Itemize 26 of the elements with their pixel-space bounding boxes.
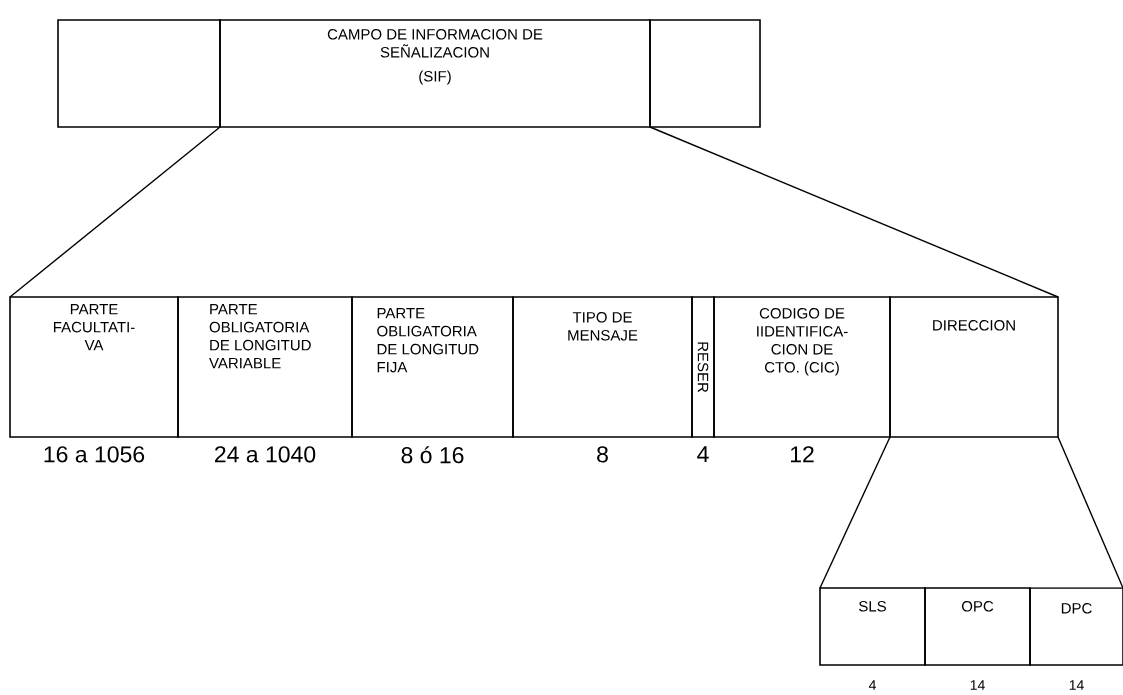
- field-box: SLS: [819, 587, 926, 666]
- field-box: DIRECCION: [889, 296, 1059, 438]
- field-box: DPC: [1029, 587, 1123, 666]
- field-box: PARTE OBLIGATORIA DE LONGITUD VARIABLE: [177, 296, 353, 438]
- empty-box: [649, 19, 761, 128]
- bit-count: 14: [1069, 680, 1084, 690]
- bit-count: 12: [790, 446, 814, 463]
- zoom-line: [649, 126, 1059, 298]
- bit-count: 24 a 1040: [215, 446, 316, 463]
- zoom-line: [819, 436, 891, 589]
- zoom-line: [1057, 436, 1123, 589]
- zoom-line: [9, 126, 221, 298]
- field-box: OPC: [924, 587, 1031, 666]
- field-box: RESER: [691, 296, 715, 438]
- field-box: PARTE FACULTATI-VA: [9, 296, 179, 438]
- bit-count: 14: [970, 680, 985, 690]
- field-box: TIPO DE MENSAJE: [512, 296, 693, 438]
- bit-count: 8 ó 16: [401, 446, 464, 464]
- field-box: CAMPO DE INFORMACION DE SEÑALIZACION (SIF): [219, 19, 651, 128]
- bit-count: 4: [868, 680, 876, 690]
- field-box: PARTE OBLIGATORIA DE LONGITUD FIJA: [351, 296, 514, 438]
- bit-count: 4: [697, 446, 709, 462]
- empty-box: [57, 19, 221, 128]
- field-box: CODIGO DE IIDENTIFICA-CION DE CTO. (CIC): [713, 296, 891, 438]
- bit-count: 16 a 1056: [44, 446, 145, 463]
- bit-count: 8: [597, 446, 608, 463]
